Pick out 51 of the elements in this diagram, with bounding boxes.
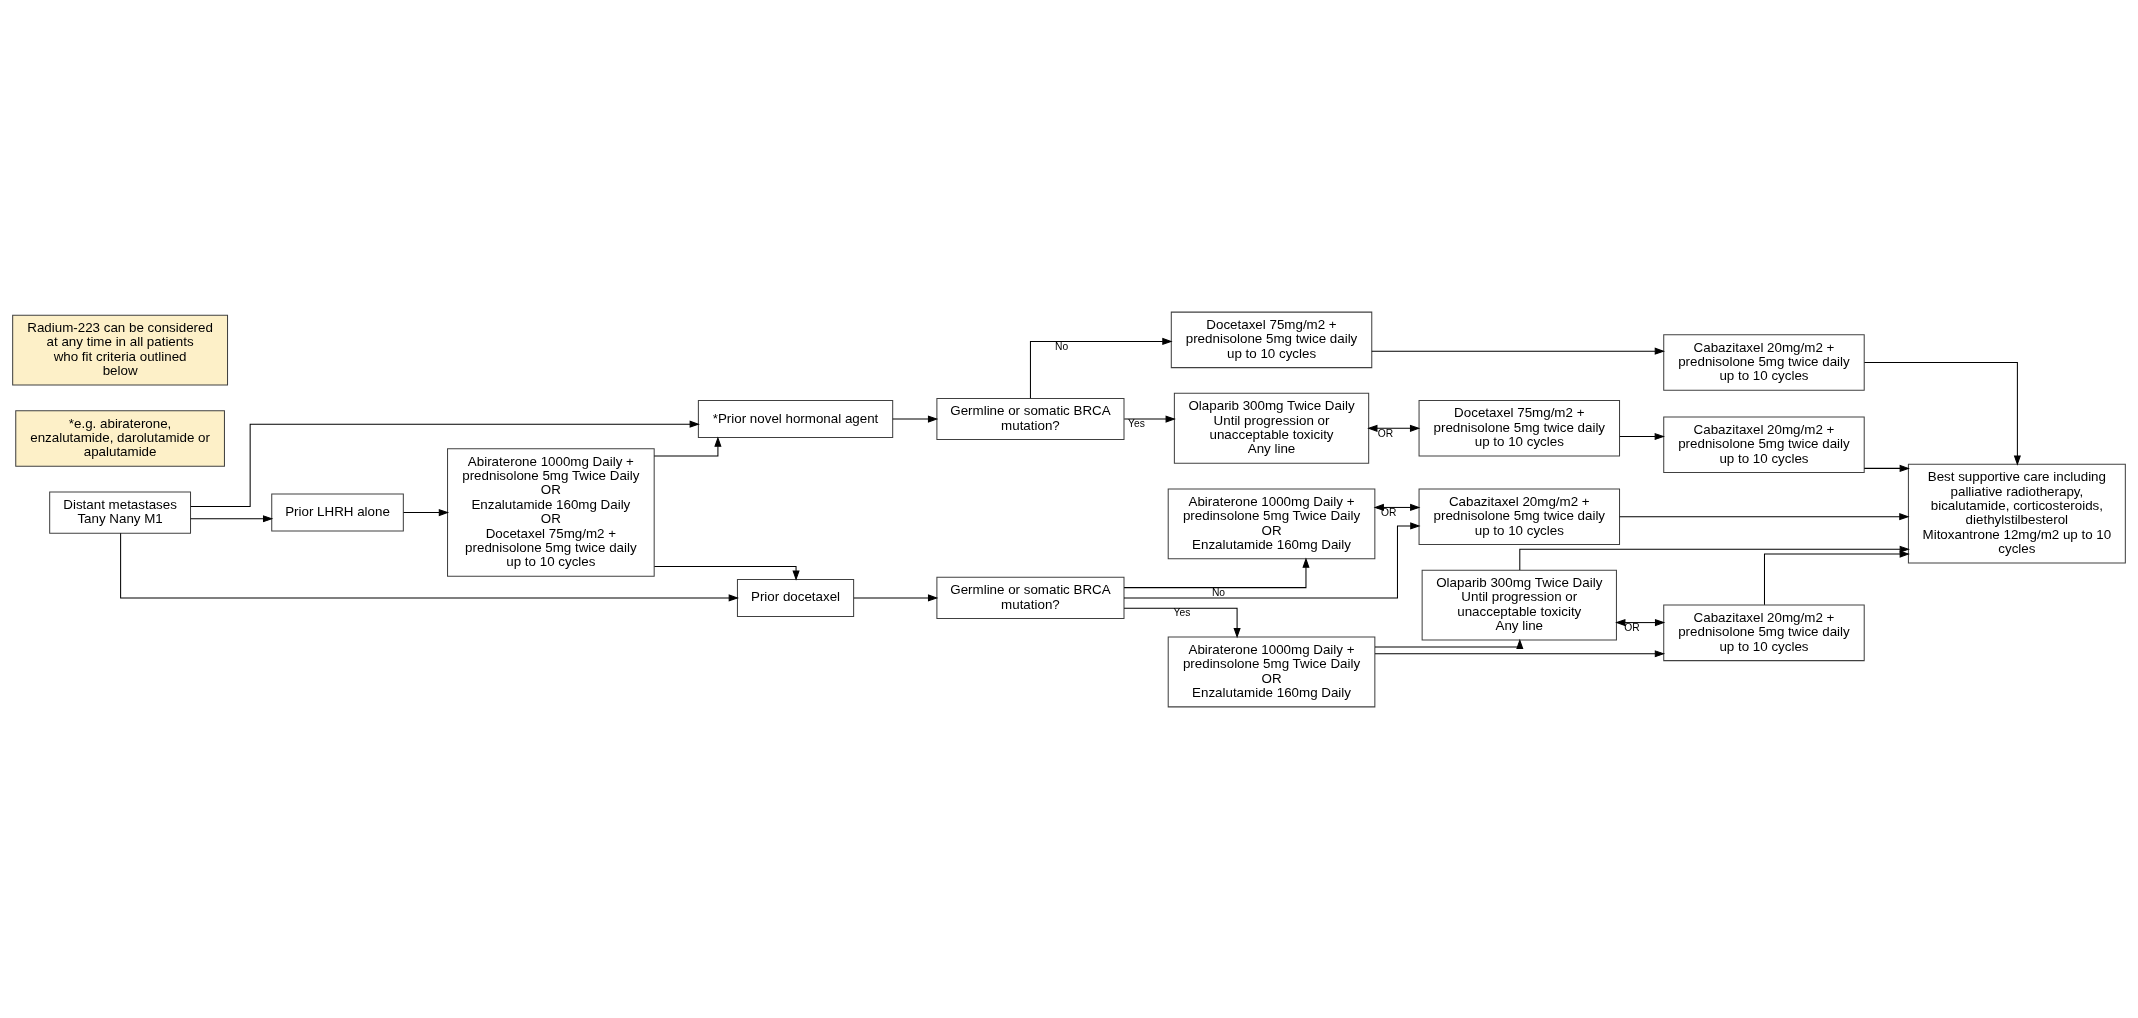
arrow [1619, 432, 1665, 440]
node-box: Docetaxel 75mg/m2 + prednisolone 5mg twice daily up to 10 cycles [1170, 311, 1373, 368]
node-box: Cabazitaxel 20mg/m2 + prednisolone 5mg twice daily up to 10 cycles [1418, 487, 1621, 545]
node-box: Abiraterone 1000mg Daily + prednisolone 5mg Twice Daily OR Enzalutamide 160mg Daily OR Docetaxel 75mg/m2 + prednisolone 5mg twice daily up to 10 cycles [447, 447, 655, 577]
arrow [120, 532, 739, 601]
arrow [1763, 549, 1910, 605]
node-box: Olaparib 300mg Twice Daily Until progression or unacceptable toxicity Any line [1173, 392, 1370, 464]
arrow [892, 414, 939, 423]
edge-label: No [1054, 340, 1069, 352]
arrow [853, 593, 939, 601]
edge-label: OR [1381, 506, 1397, 518]
arrow [1863, 464, 1910, 472]
node-box: Prior docetaxel [736, 578, 855, 617]
arrow [190, 420, 700, 507]
arrow [1863, 361, 2021, 466]
arrow [190, 514, 274, 522]
node-box: Cabazitaxel 20mg/m2 + prednisolone 5mg twice daily up to 10 cycles [1663, 415, 1865, 473]
arrow [653, 565, 800, 581]
node-box: Cabazitaxel 20mg/m2 + prednisolone 5mg twice daily up to 10 cycles [1663, 604, 1865, 661]
arrow [1029, 337, 1173, 399]
node-box: Radium-223 can be considered at any time in all patients who fit criteria outlined below [12, 314, 229, 386]
node-box: *Prior novel hormonal agent [697, 399, 894, 438]
edge-label: Yes [1173, 606, 1191, 618]
arrow [403, 508, 450, 516]
node-box: Olaparib 300mg Twice Daily Until progression or unacceptable toxicity Any line [1421, 569, 1617, 641]
arrow [1374, 638, 1524, 649]
node-box: Abiraterone 1000mg Daily + predinsolone 5mg Twice Daily OR Enzalutamide 160mg Daily [1167, 635, 1376, 707]
node-box: Docetaxel 75mg/m2 + prednisolone 5mg twice daily up to 10 cycles [1418, 399, 1621, 457]
arrow [1367, 424, 1421, 432]
arrow [1619, 512, 1910, 520]
edge-label: OR [1377, 427, 1394, 439]
node-box: Germline or somatic BRCA mutation? [936, 397, 1125, 440]
arrow [1373, 503, 1421, 511]
node-box: Abiraterone 1000mg Daily + predinsolone 5mg Twice Daily OR Enzalutamide 160mg Daily [1167, 487, 1376, 559]
node-box: Distant metastases Tany Nany M1 [49, 491, 192, 534]
arrow [1371, 347, 1665, 355]
edge-label: OR [1624, 621, 1640, 633]
node-box: Germline or somatic BRCA mutation? [936, 576, 1125, 619]
node-box: *e.g. abiraterone, enzalutamide, darolutamide or apalutamide [15, 409, 225, 467]
arrow [1374, 649, 1666, 657]
edge-label: Yes [1128, 417, 1145, 429]
arrow [1123, 414, 1176, 423]
arrow [1615, 618, 1666, 626]
arrow [653, 435, 722, 457]
node-box: Prior LHRH alone [271, 493, 404, 532]
edge-label: No [1211, 586, 1226, 598]
arrow [1123, 557, 1310, 588]
node-box: Cabazitaxel 20mg/m2 + prednisolone 5mg twice daily up to 10 cycles [1663, 333, 1865, 391]
arrow [1123, 521, 1421, 598]
node-box: Best supportive care including palliative radiotherapy, bicalutamide, corticosteroids, diethylstilbesterol Mitoxantrone 12mg/m2 up to 10 cycles [1907, 463, 2126, 563]
arrow [1123, 607, 1241, 638]
